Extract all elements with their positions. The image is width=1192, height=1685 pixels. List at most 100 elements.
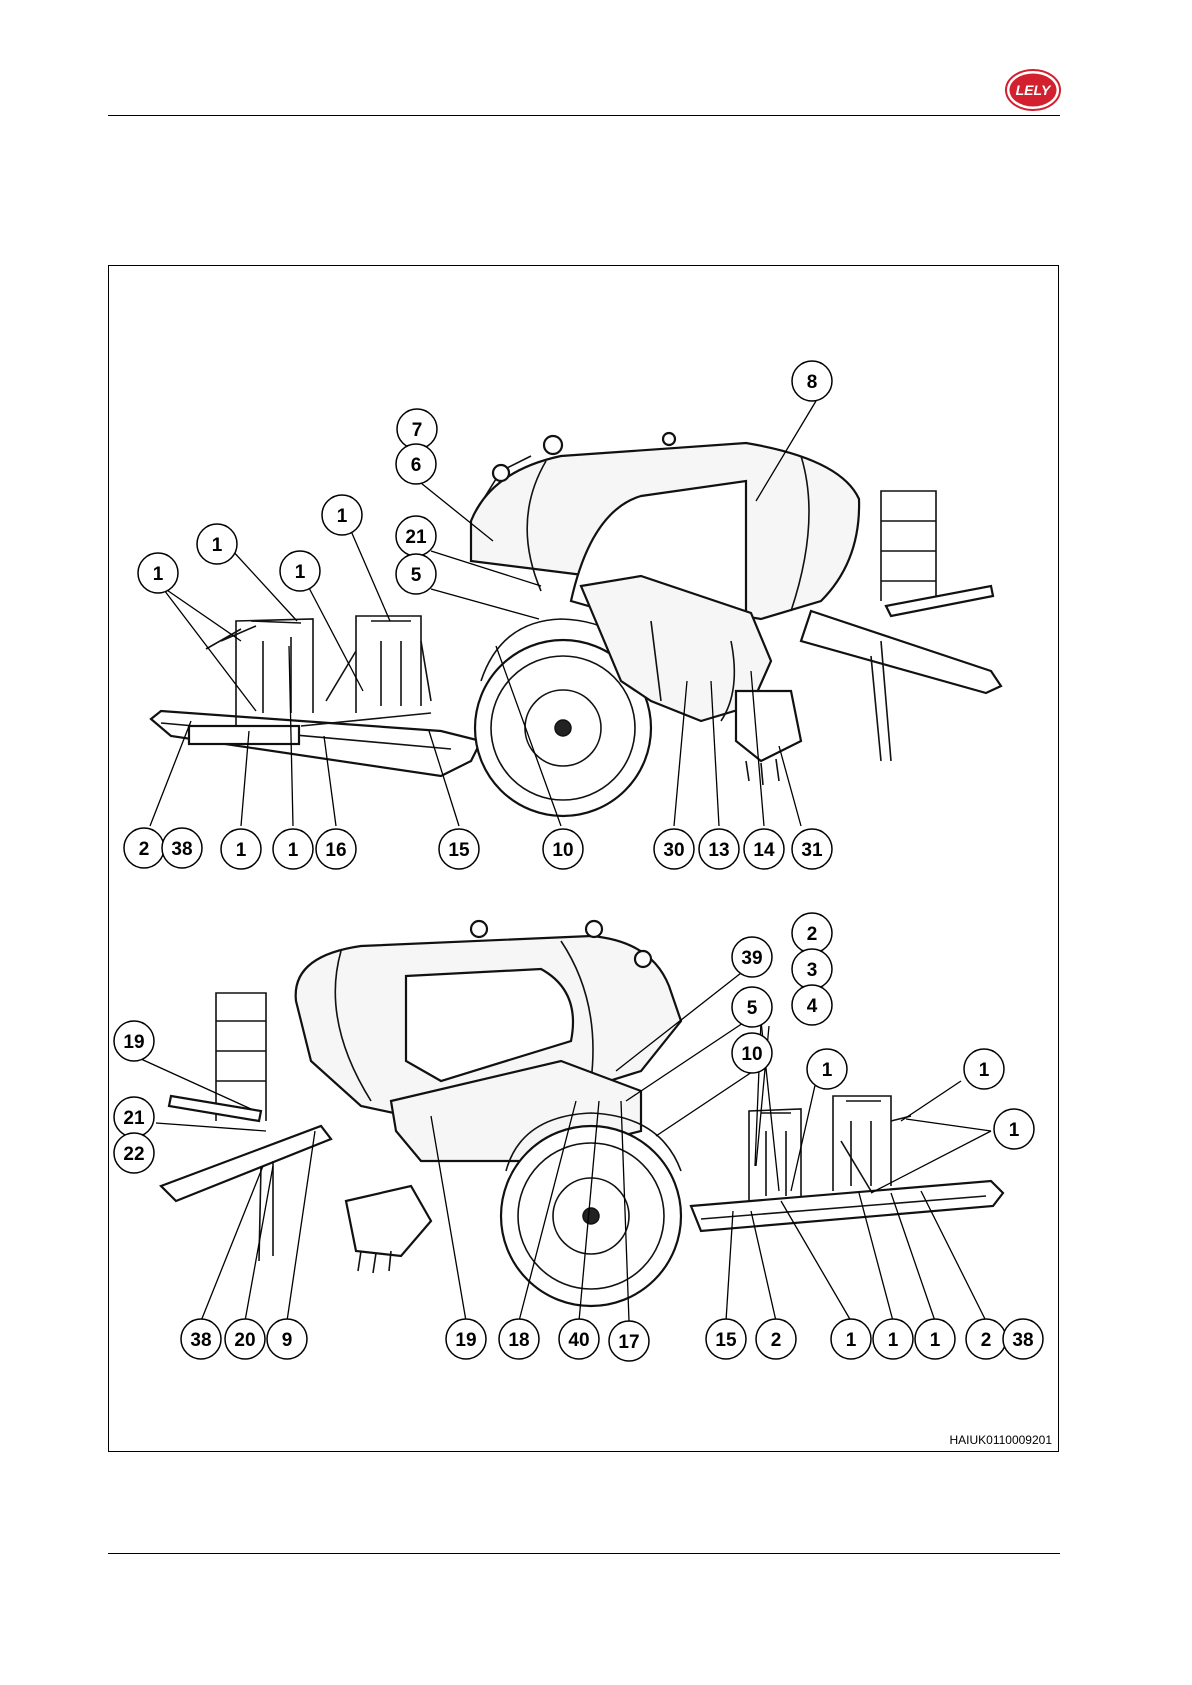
callout-b-10: 10 (732, 1033, 772, 1073)
svg-text:39: 39 (741, 948, 762, 969)
callout-10: 10 (543, 829, 583, 869)
svg-text:2: 2 (139, 839, 150, 860)
callout-1b: 1 (197, 524, 237, 564)
callout-21: 21 (396, 516, 436, 556)
callout-b-40: 40 (559, 1319, 599, 1359)
callout-1f: 1 (221, 829, 261, 869)
svg-text:1: 1 (212, 535, 223, 556)
callout-b-38a: 38 (181, 1319, 221, 1359)
callout-2: 2 (124, 828, 164, 868)
svg-text:2: 2 (981, 1330, 992, 1351)
svg-text:38: 38 (171, 839, 192, 860)
top-machine-illustration (151, 433, 1001, 816)
svg-text:4: 4 (807, 996, 818, 1017)
callout-b-38b: 38 (1003, 1319, 1043, 1359)
callout-b-39: 39 (732, 937, 772, 977)
svg-text:30: 30 (663, 840, 684, 861)
svg-text:31: 31 (801, 840, 823, 861)
header-rule (108, 115, 1060, 116)
callout-b-2: 2 (792, 913, 832, 953)
callout-13: 13 (699, 829, 739, 869)
callout-38: 38 (162, 828, 202, 868)
callout-b-17: 17 (609, 1321, 649, 1361)
svg-text:5: 5 (411, 565, 422, 586)
callout-1d: 1 (138, 553, 178, 593)
callout-30: 30 (654, 829, 694, 869)
callout-1c: 1 (280, 551, 320, 591)
svg-text:7: 7 (412, 420, 423, 441)
svg-text:1: 1 (288, 840, 299, 861)
svg-text:20: 20 (234, 1330, 255, 1351)
svg-text:10: 10 (741, 1044, 762, 1065)
callout-b-5: 5 (732, 987, 772, 1027)
svg-text:1: 1 (153, 564, 164, 585)
svg-text:17: 17 (618, 1332, 639, 1353)
svg-text:15: 15 (448, 840, 470, 861)
callout-b-15: 15 (706, 1319, 746, 1359)
callout-b-19b: 19 (446, 1319, 486, 1359)
bottom-machine-illustration (161, 921, 1003, 1306)
logo-text: LELY (1016, 82, 1052, 98)
svg-text:38: 38 (190, 1330, 211, 1351)
svg-text:19: 19 (123, 1032, 144, 1053)
svg-text:1: 1 (236, 840, 247, 861)
callout-1a: 1 (322, 495, 362, 535)
figure-frame: 8 7 6 21 5 1 1 1 1 1 2 38 1 1 16 15 10 3… (108, 265, 1059, 1452)
svg-text:16: 16 (325, 840, 346, 861)
callout-14: 14 (744, 829, 784, 869)
svg-text:1: 1 (846, 1330, 857, 1351)
svg-text:40: 40 (568, 1330, 589, 1351)
callout-b-1d: 1 (831, 1319, 871, 1359)
svg-text:10: 10 (552, 840, 573, 861)
svg-text:1: 1 (888, 1330, 899, 1351)
svg-text:8: 8 (807, 372, 818, 393)
svg-text:38: 38 (1012, 1330, 1033, 1351)
callout-5: 5 (396, 554, 436, 594)
svg-text:1: 1 (930, 1330, 941, 1351)
callout-15: 15 (439, 829, 479, 869)
svg-text:19: 19 (455, 1330, 476, 1351)
svg-text:6: 6 (411, 455, 422, 476)
callout-b-19a: 19 (114, 1021, 154, 1061)
svg-text:1: 1 (822, 1060, 833, 1081)
callout-b-21: 21 (114, 1097, 154, 1137)
callout-b-3: 3 (792, 949, 832, 989)
callout-b-1e: 1 (873, 1319, 913, 1359)
callout-b-1b: 1 (964, 1049, 1004, 1089)
callout-b-22: 22 (114, 1133, 154, 1173)
figure-code: HAIUK0110009201 (949, 1433, 1052, 1447)
svg-text:1: 1 (337, 506, 348, 527)
svg-text:18: 18 (508, 1330, 529, 1351)
callout-6: 6 (396, 444, 436, 484)
svg-text:15: 15 (715, 1330, 737, 1351)
callout-1g: 1 (273, 829, 313, 869)
callout-b-4: 4 (792, 985, 832, 1025)
callout-8: 8 (792, 361, 832, 401)
svg-text:3: 3 (807, 960, 818, 981)
callout-b-20: 20 (225, 1319, 265, 1359)
svg-text:1: 1 (295, 562, 306, 583)
footer-rule (108, 1553, 1060, 1554)
callout-31: 31 (792, 829, 832, 869)
callout-16: 16 (316, 829, 356, 869)
lely-logo: LELY (1005, 68, 1061, 112)
callout-b-1c: 1 (994, 1109, 1034, 1149)
svg-text:5: 5 (747, 998, 758, 1019)
svg-text:1: 1 (1009, 1120, 1020, 1141)
svg-text:1: 1 (979, 1060, 990, 1081)
callout-7: 7 (397, 409, 437, 449)
svg-text:22: 22 (123, 1144, 144, 1165)
svg-text:9: 9 (282, 1330, 293, 1351)
callout-b-18: 18 (499, 1319, 539, 1359)
svg-text:2: 2 (807, 924, 818, 945)
svg-text:21: 21 (405, 527, 427, 548)
callout-b-1f: 1 (915, 1319, 955, 1359)
baler-diagram: 8 7 6 21 5 1 1 1 1 1 2 38 1 1 16 15 10 3… (109, 266, 1058, 1451)
svg-text:2: 2 (771, 1330, 782, 1351)
callout-b-2a: 2 (756, 1319, 796, 1359)
svg-text:13: 13 (708, 840, 729, 861)
callout-b-2b: 2 (966, 1319, 1006, 1359)
svg-text:14: 14 (753, 840, 775, 861)
callout-b-9: 9 (267, 1319, 307, 1359)
callout-b-1a: 1 (807, 1049, 847, 1089)
